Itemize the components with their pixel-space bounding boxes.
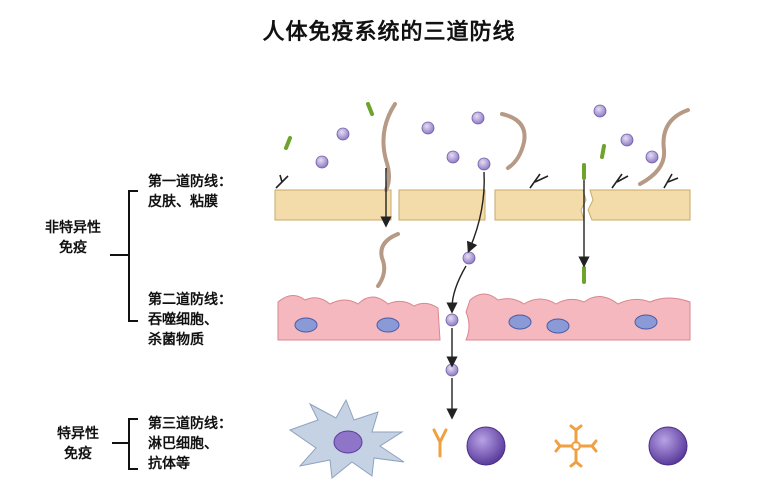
phagocyte: [635, 315, 657, 329]
virus-particle: [646, 151, 658, 163]
lymphocyte: [649, 427, 687, 465]
virus-particle: [594, 105, 606, 117]
microbe-strand: [640, 110, 688, 184]
phagocyte: [547, 319, 569, 333]
bacterium: [368, 104, 372, 114]
phagocyte: [377, 318, 399, 332]
virus-particle: [422, 122, 434, 134]
virus-particle: [446, 314, 458, 326]
antibody-cluster-icon: [556, 426, 596, 466]
phagocyte: [509, 315, 531, 329]
microbe-strand: [378, 234, 398, 286]
virus-particle: [337, 128, 349, 140]
bacterium: [286, 138, 290, 148]
microbe-strand: [502, 114, 525, 168]
lymphocyte: [467, 427, 505, 465]
mucosa-layer: [278, 294, 690, 340]
antibody-icon: [434, 430, 446, 456]
phagocyte: [295, 318, 317, 332]
dendritic-cell: [290, 400, 404, 478]
flow-arrow: [452, 266, 466, 308]
virus-particle: [447, 151, 459, 163]
virus-particle: [472, 112, 484, 124]
virus-particle: [316, 156, 328, 168]
virus-particle: [478, 158, 490, 170]
virus-particle: [621, 134, 633, 146]
virus-particle: [463, 252, 475, 264]
bacterium: [602, 146, 604, 157]
virus-particle: [446, 364, 458, 376]
microbe-strand: [383, 104, 395, 190]
